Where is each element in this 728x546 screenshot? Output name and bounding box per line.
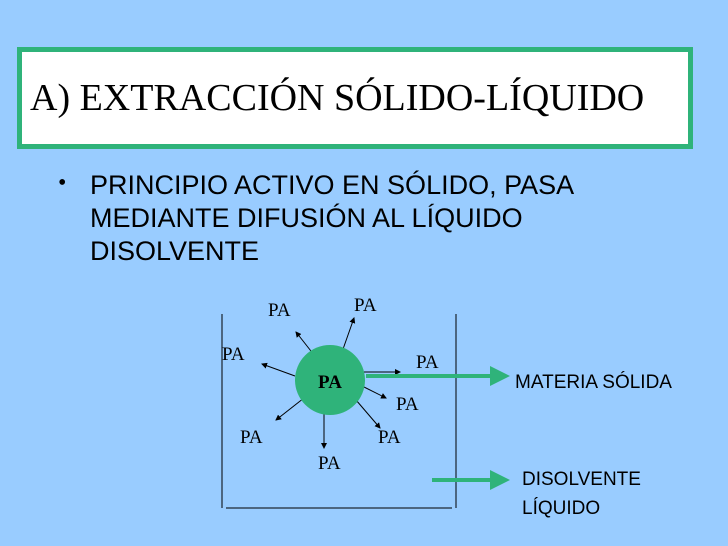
diffusion-arrow: [361, 385, 387, 399]
legend-solid-label: MATERIA SÓLIDA: [515, 371, 672, 393]
diffusion-arrow: [261, 362, 296, 377]
page-title: A) EXTRACCIÓN SÓLIDO-LÍQUIDO: [30, 77, 645, 119]
bullet-line-3: DISOLVENTE: [90, 236, 260, 266]
bullet-line-2: MEDIANTE DIFUSIÓN AL LÍQUIDO: [90, 203, 523, 233]
bullet-line-1: PRINCIPIO ACTIVO EN SÓLIDO, PASA: [90, 170, 575, 200]
legend-liquid-label-line1: DISOLVENTE: [522, 469, 641, 490]
bullet-marker: •: [58, 170, 67, 196]
center-pa-label: PA: [318, 372, 342, 393]
legend-liquid-label-line2: LÍQUIDO: [522, 498, 600, 519]
pa-label: PA: [416, 352, 439, 373]
diffusion-arrow: [341, 317, 356, 353]
diffusion-arrow: [355, 399, 381, 429]
pa-label: PA: [396, 394, 419, 415]
pa-label: PA: [268, 300, 291, 321]
title-box: [17, 47, 693, 149]
pa-label: PA: [318, 453, 341, 474]
pa-label: PA: [354, 295, 377, 316]
pa-label: PA: [240, 427, 263, 448]
solid-particle: [295, 345, 365, 415]
pa-label: PA: [222, 344, 245, 365]
pa-label: PA: [378, 427, 401, 448]
diffusion-arrow: [275, 397, 305, 421]
